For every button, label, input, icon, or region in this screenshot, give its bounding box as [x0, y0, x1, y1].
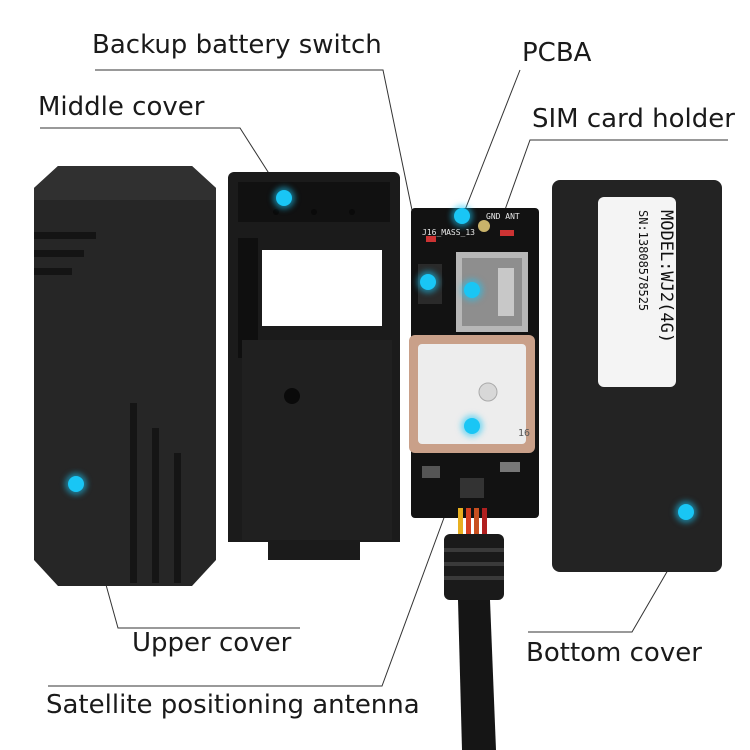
marker-pcba	[454, 208, 470, 224]
leader-line-bottom-cover	[528, 569, 669, 633]
model-sticker	[598, 197, 676, 387]
leader-line-antenna	[48, 514, 446, 687]
pcb-silk-top: GND ANT	[486, 212, 520, 221]
label-bottom-cover: Bottom cover	[526, 638, 702, 668]
leader-line-pcba	[464, 69, 521, 211]
marker-bottom-cover	[678, 504, 694, 520]
upper-cover	[34, 166, 216, 586]
model-number: MODEL:WJ2(4G)	[656, 210, 676, 344]
model-sticker-text: MODEL:WJ2(4G) SN:13808578525	[636, 210, 676, 390]
marker-upper-cover	[68, 476, 84, 492]
label-pcba: PCBA	[522, 38, 592, 68]
leader-line-backup-battery-switch	[95, 69, 413, 211]
label-sim-card-holder: SIM card holder	[532, 104, 735, 134]
marker-backup-battery-switch	[420, 274, 436, 290]
marker-middle-cover	[276, 190, 292, 206]
marker-antenna	[464, 418, 480, 434]
pcb-silk-side: J16_MASS_13	[422, 228, 475, 237]
label-satellite-antenna: Satellite positioning antenna	[46, 690, 420, 720]
serial-number: SN:13808578525	[636, 210, 650, 312]
label-middle-cover: Middle cover	[38, 92, 205, 122]
label-upper-cover: Upper cover	[132, 628, 292, 658]
middle-cover	[228, 172, 400, 560]
marker-sim-card-holder	[464, 282, 480, 298]
cable	[444, 508, 504, 750]
label-backup-battery-switch: Backup battery switch	[92, 30, 382, 60]
antenna-patch	[409, 335, 535, 453]
antenna-mark: 16	[518, 428, 531, 439]
